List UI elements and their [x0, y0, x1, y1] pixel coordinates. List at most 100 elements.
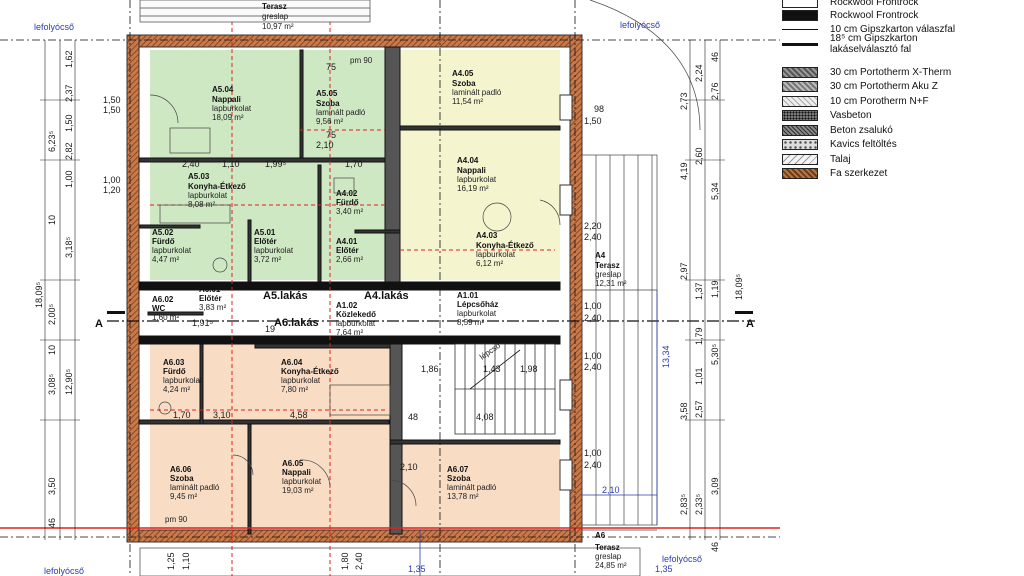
east-terrace-area: 12,31 m² [595, 279, 627, 288]
top-terrace-floor: greslap [262, 12, 289, 21]
room-floor: lapburkolat [212, 104, 252, 113]
legend-swatch [782, 9, 818, 21]
east-terrace-id: A4 [595, 251, 606, 260]
room-id: A6.07 [447, 465, 469, 474]
legend-item: 18⁵ cm Gipszkarton lakáselválasztó fal [782, 33, 980, 55]
room-name: Előtér [254, 237, 277, 246]
dim-text: 1,80 [340, 552, 350, 570]
dim-text: 2,10 [400, 462, 418, 472]
dim-text: 10 [47, 215, 57, 225]
room-name: Konyha-Étkező [188, 182, 246, 191]
dim-text: 4,58 [290, 410, 308, 420]
dim-text: 3,08⁵ [47, 373, 57, 395]
section-label-left: A [95, 318, 103, 330]
dim-text: 18,09⁵ [734, 273, 744, 300]
room-floor: lapburkolat [336, 319, 376, 328]
room-name: Nappali [282, 468, 311, 477]
room-id: A6.01 [199, 285, 221, 294]
room-area: 11,54 m² [452, 97, 483, 106]
room-name: Konyha-Étkező [476, 241, 534, 250]
dim-text: 1,19 [710, 280, 720, 298]
legend-swatch [782, 124, 818, 136]
legend-swatch [782, 153, 818, 165]
interior-dims: 2,40 1,10 1,99⁵ 1,70 2,10 1,43 1,70 3,10… [173, 62, 538, 472]
dim-text: 2,40 [584, 362, 602, 372]
legend-swatch [782, 168, 818, 179]
room-floor: lapburkolat [188, 191, 228, 200]
legend-item: 30 cm Portotherm X-Therm [782, 65, 951, 79]
room-area: 7,64 m² [336, 328, 363, 337]
legend-item: Talaj [782, 152, 851, 166]
room-id: A5.04 [212, 85, 234, 94]
room-area: 9,56 m² [316, 117, 343, 126]
dim-text: 1,00 [584, 351, 602, 361]
dim-text: 2,40 [584, 460, 602, 470]
section-line: A A [95, 311, 755, 330]
room-id: A4.04 [457, 156, 479, 165]
legend-header: Rockwool Frontrock [782, 0, 918, 9]
room-id: A6.05 [282, 459, 304, 468]
dim-text: 3,10 [213, 410, 231, 420]
room-area: 4,47 m² [152, 255, 179, 264]
pm-label: pm 90 [350, 56, 373, 65]
dim-text: 1,37 [694, 282, 704, 300]
dim-text: 1,10 [222, 159, 240, 169]
room-area: 8,08 m² [188, 200, 215, 209]
room-name: Fürdő [336, 198, 359, 207]
legend-item: Kavics feltöltés [782, 138, 897, 152]
dim-text: 1,50 [103, 105, 121, 115]
dim-text: 10 [47, 345, 57, 355]
room-name: Szoba [447, 474, 471, 483]
legend-label: Talaj [830, 153, 851, 165]
room-floor: lapburkolat [152, 246, 192, 255]
room-area: 7,80 m² [281, 385, 308, 394]
room-name: Közlekedő [336, 310, 376, 319]
room-id: A5.05 [316, 89, 338, 98]
dim-blue-bottom-1-35b: 1,35 [655, 564, 673, 574]
dim-text: 1,99⁵ [265, 159, 287, 169]
room-area: 3,40 m² [336, 207, 363, 216]
room-name: WC [152, 304, 166, 313]
dim-text: 1,00 [64, 170, 74, 188]
apartment-label-a4: A4.lakás [364, 290, 409, 302]
room-floor: lapburkolat [163, 376, 203, 385]
room-id: A5.03 [188, 172, 210, 181]
dim-text: 2,00⁵ [47, 303, 57, 325]
room-floor: lapburkolat [281, 376, 321, 385]
legend-label: 30 cm Portotherm Aku Z [830, 81, 938, 92]
dim-text: 75 [326, 62, 336, 72]
room-floor: laminált padló [170, 483, 220, 492]
interior-walls [138, 46, 561, 535]
legend-swatch [782, 95, 818, 107]
room-name: Fürdő [163, 367, 186, 376]
left-dim-texts: 1,62 2,37 1,50 6,23⁵ 2,82 1,00 10 3,18⁵ … [34, 50, 121, 528]
room-area: 9,45 m² [170, 492, 197, 501]
dim-text: 2,10 [316, 140, 334, 150]
legend-item: 10 cm Gipszkarton válaszfal [782, 23, 955, 37]
dim-text: 1,70 [345, 159, 363, 169]
furniture [149, 94, 561, 507]
dim-text: 5,30⁵ [710, 343, 720, 365]
legend-label: Vasbeton [830, 110, 872, 121]
dim-text: 1,50 [64, 114, 74, 132]
room-area: 16,19 m² [457, 184, 489, 193]
dim-text: 3,09 [710, 477, 720, 495]
room-name: Előtér [199, 294, 222, 303]
room-name: Szoba [170, 474, 194, 483]
bottom-terrace-id: A6 [595, 531, 606, 540]
dim-text: 1,91⁵ [192, 318, 214, 328]
room-name: Szoba [452, 79, 476, 88]
legend-swatch [782, 66, 818, 78]
legend-label: 10 cm Gipszkarton válaszfal [830, 24, 956, 35]
zone-a5 [150, 50, 385, 280]
room-area: 13,78 m² [447, 492, 479, 501]
bottom-terrace-floor: greslap [595, 552, 622, 561]
legend-swatch [782, 81, 818, 92]
zone-a4 [400, 130, 560, 280]
right-dim-texts: 46 2,76 2,24 2,73 2,60 4,19 5,34 18,09⁵ … [584, 52, 744, 552]
dim-blue-2-10: 2,10 [602, 485, 620, 495]
room-area: 1,60 m² [152, 313, 179, 322]
dim-text: 2,37 [64, 84, 74, 102]
room-name: Előtér [336, 246, 359, 255]
